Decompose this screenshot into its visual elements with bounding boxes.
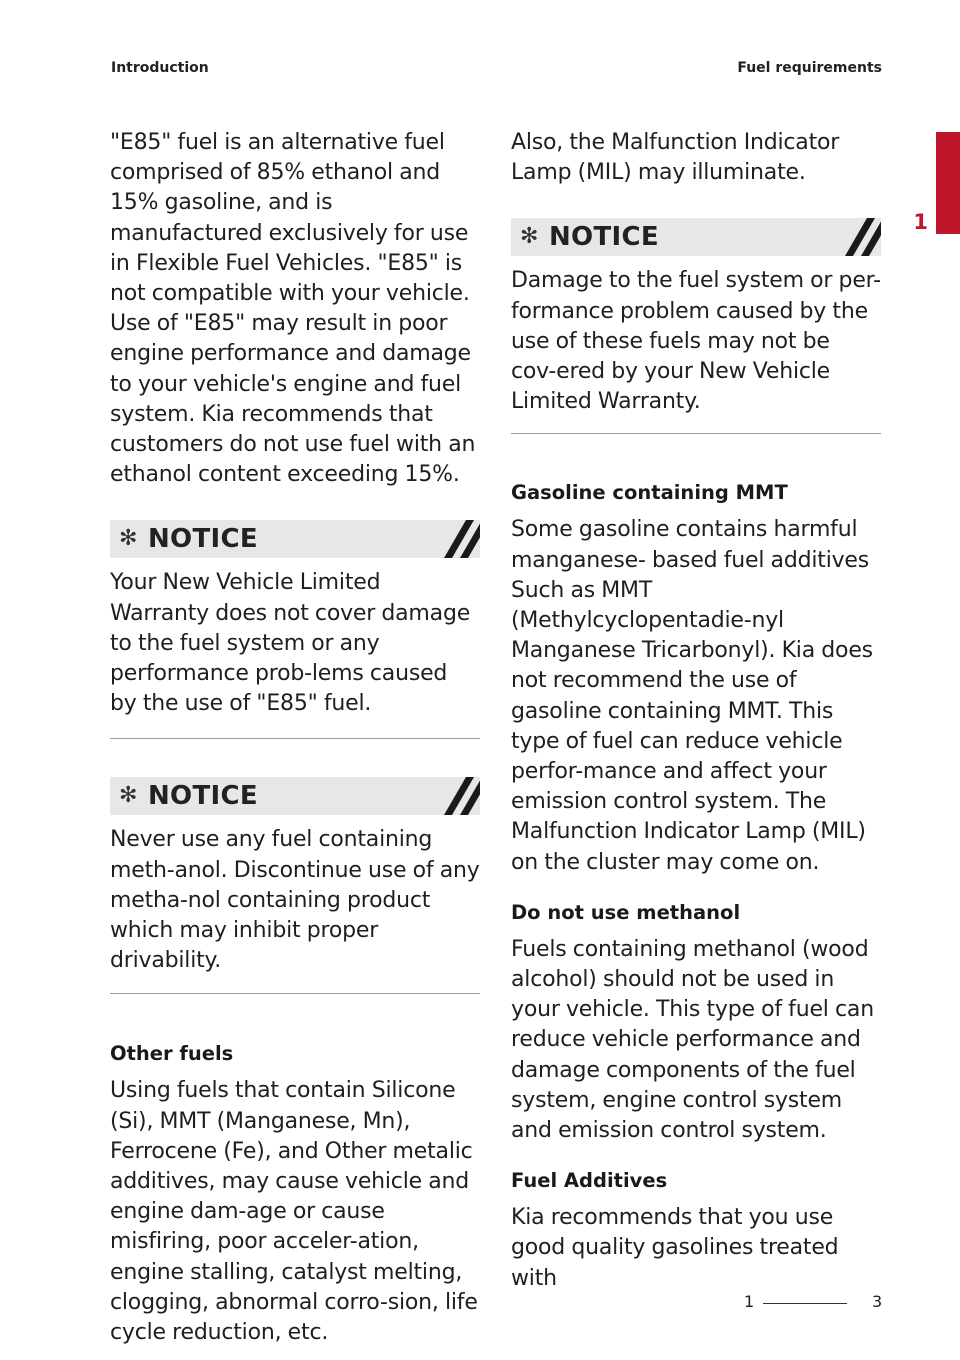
footer-page-number: 3 [872, 1292, 883, 1311]
left-column: "E85" fuel is an alternative fuel compri… [110, 128, 480, 1348]
section-heading-methanol: Do not use methanol [511, 900, 741, 924]
notice-slash-icon [845, 218, 881, 257]
fuel-additives-paragraph: Kia recommends that you use good quality… [511, 1205, 839, 1291]
notice-text-warranty: Damage to the fuel system or per-formanc… [511, 268, 881, 415]
notice-star-icon: ✻ [520, 224, 539, 250]
footer-chapter-number: 1 [744, 1292, 755, 1311]
header-topic-title: Fuel requirements [737, 60, 882, 76]
notice-title: NOTICE [549, 222, 659, 253]
e85-intro-paragraph: "E85" fuel is an alternative fuel compri… [110, 130, 476, 488]
divider [511, 433, 881, 435]
notice-box-e85: ✻ NOTICE [110, 520, 480, 559]
mmt-paragraph: Some gasoline contains harmful manganese… [511, 517, 873, 875]
notice-text-methanol: Never use any fuel containing meth-anol.… [110, 827, 480, 974]
divider [110, 993, 480, 995]
notice-star-icon: ✻ [119, 526, 138, 552]
divider [110, 738, 480, 740]
section-heading-mmt: Gasoline containing MMT [511, 481, 788, 505]
notice-title: NOTICE [148, 524, 258, 555]
notice-title: NOTICE [148, 781, 258, 812]
header-section-title: Introduction [111, 60, 209, 76]
notice-box-warranty: ✻ NOTICE [511, 218, 881, 257]
other-fuels-paragraph: Using fuels that contain Silicone (Si), … [110, 1078, 478, 1346]
notice-box-methanol: ✻ NOTICE [110, 777, 480, 816]
notice-slash-icon [444, 777, 480, 816]
right-column: Also, the Malfunction Indicator Lamp (MI… [511, 128, 881, 1294]
notice-slash-icon [444, 520, 480, 559]
methanol-paragraph: Fuels containing methanol (wood alcohol)… [511, 936, 874, 1144]
chapter-tab-number: 1 [913, 210, 928, 234]
footer-separator [763, 1303, 847, 1304]
mil-continued-paragraph: Also, the Malfunction Indicator Lamp (MI… [511, 130, 840, 186]
notice-star-icon: ✻ [119, 783, 138, 809]
chapter-tab-marker [936, 132, 960, 234]
section-heading-other-fuels: Other fuels [110, 1042, 234, 1066]
notice-text-e85: Your New Vehicle Limited Warranty does n… [110, 570, 471, 717]
section-heading-fuel-additives: Fuel Additives [511, 1169, 668, 1193]
